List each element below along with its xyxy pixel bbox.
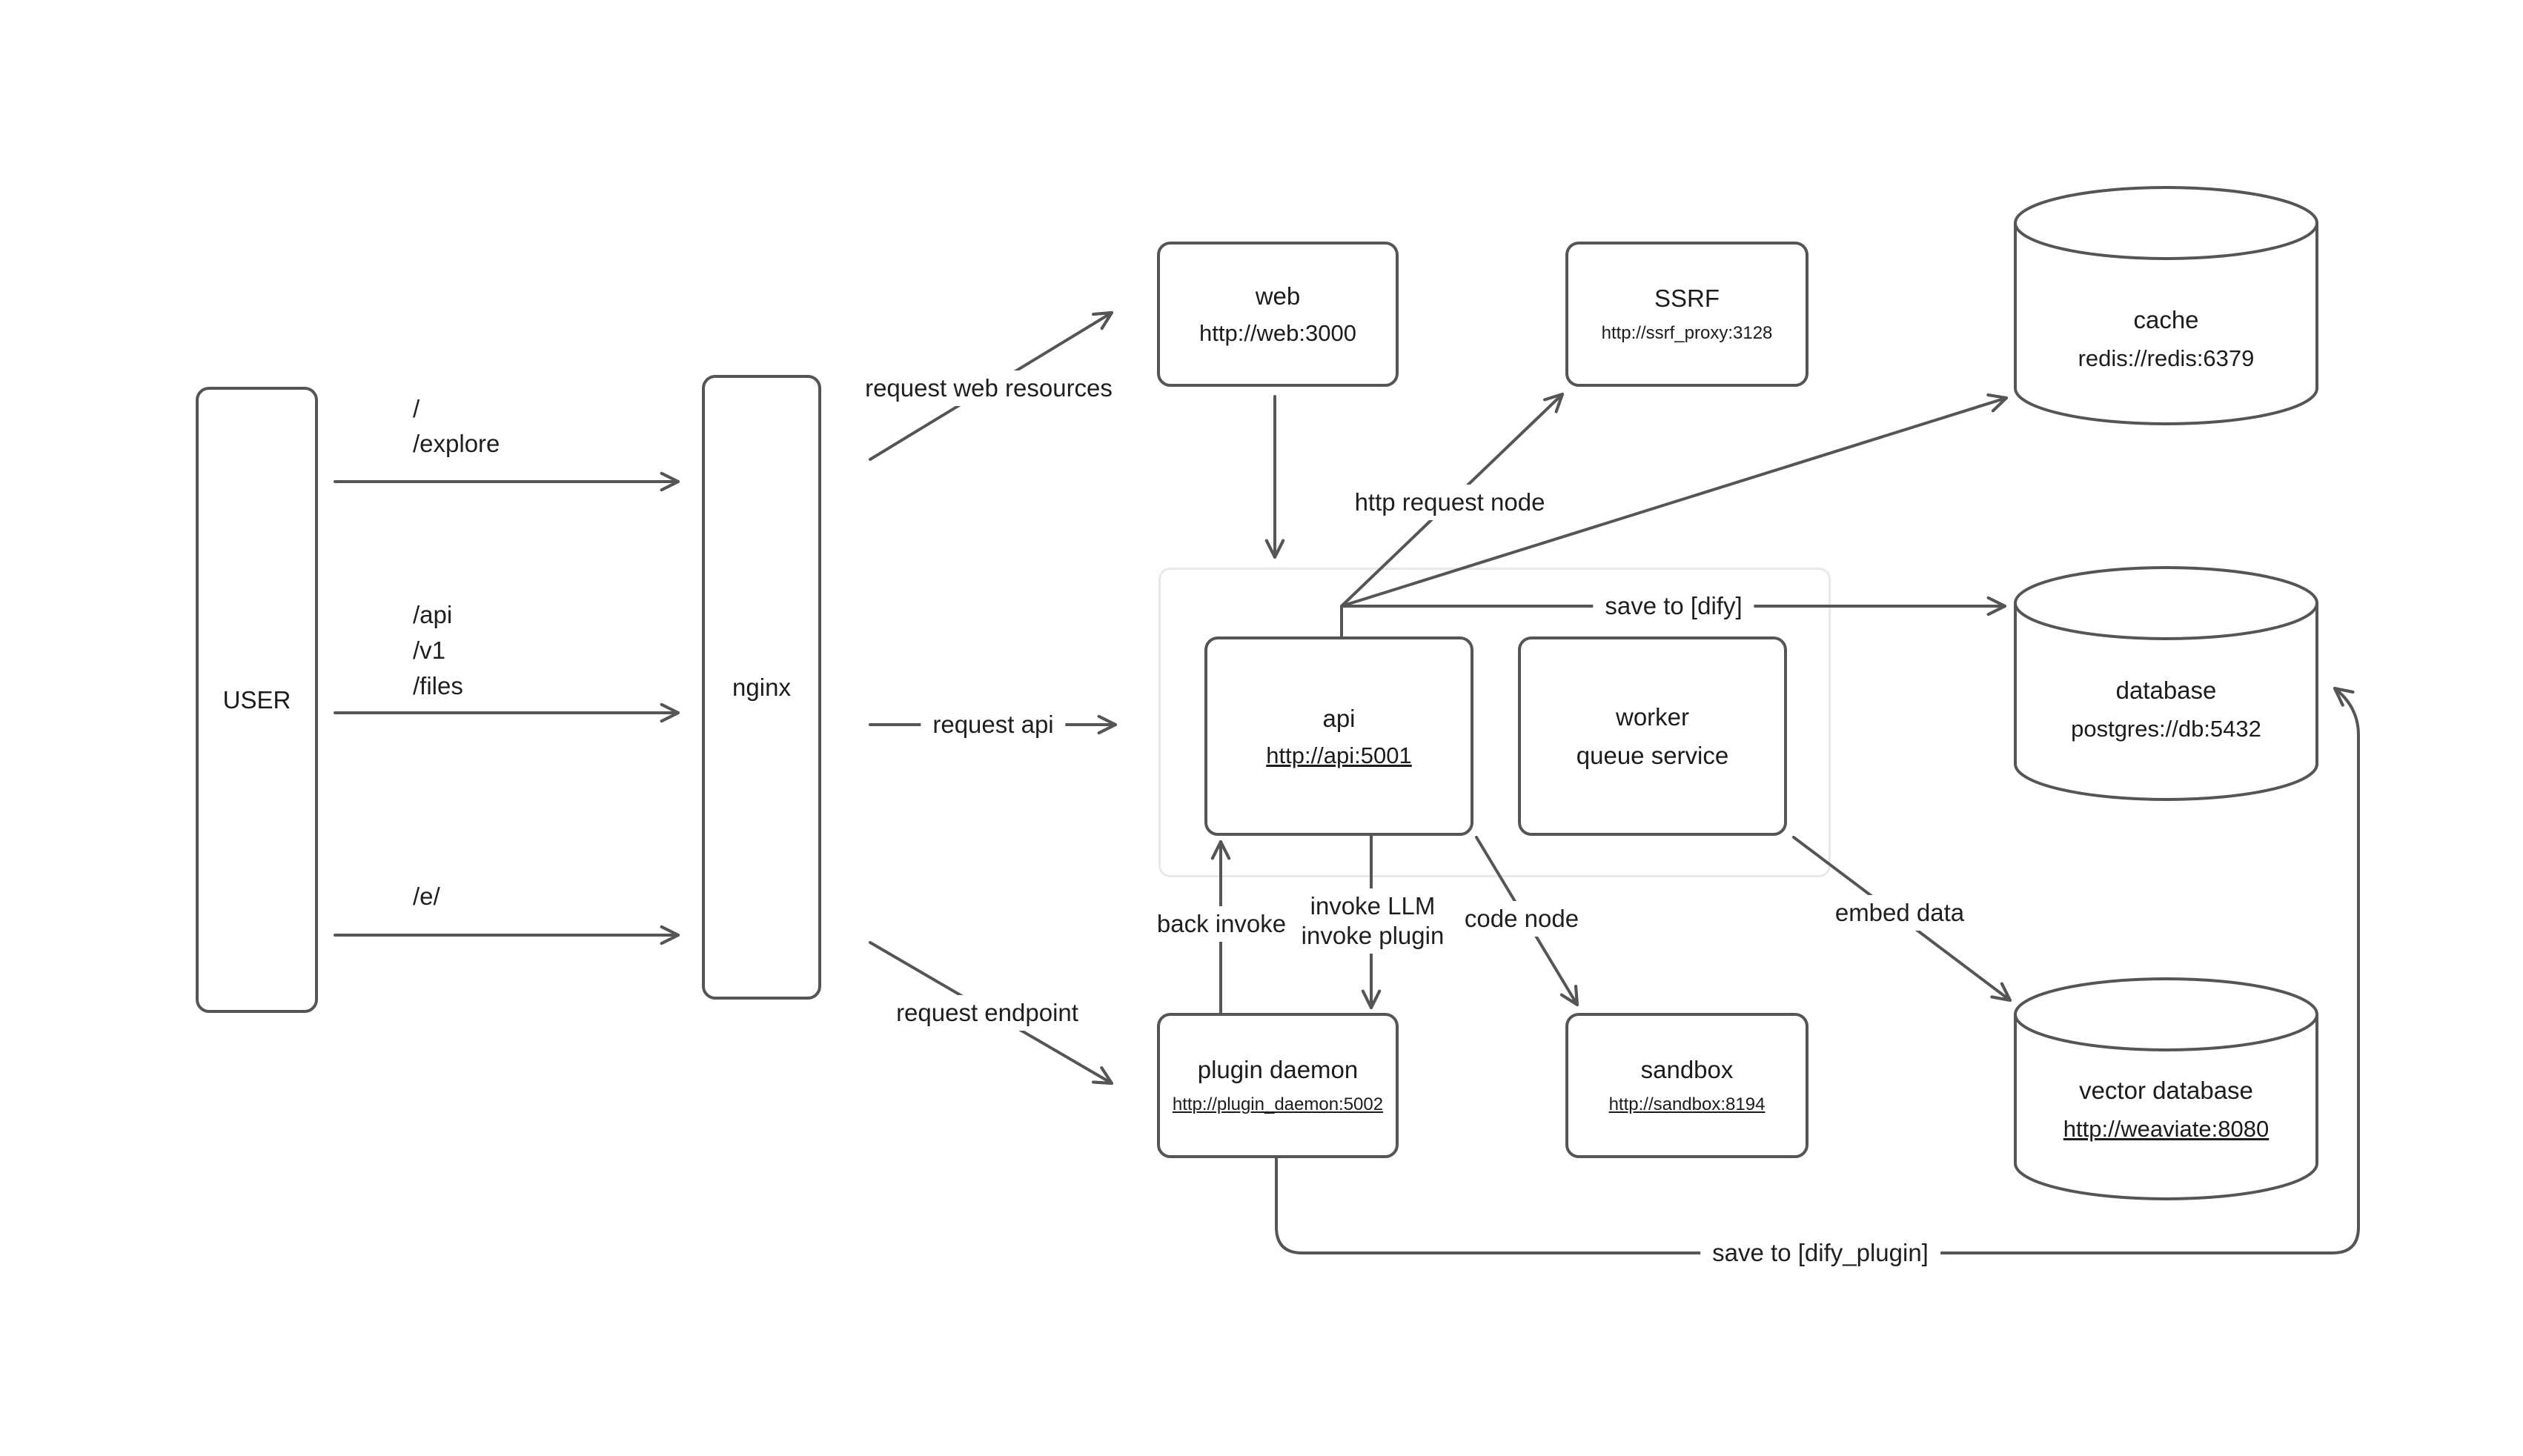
worker-subtitle: queue service <box>1576 741 1729 769</box>
save-to-dify-plugin-label: save to [dify_plugin] <box>1700 1235 1940 1271</box>
worker-title: worker <box>1615 702 1690 731</box>
ssrf-node: SSRF http://ssrf_proxy:3128 <box>1565 242 1808 387</box>
vector-database-url-link[interactable]: http://weaviate:8080 <box>2063 1116 2270 1142</box>
path-root: / <box>413 395 420 422</box>
nginx-node: nginx <box>702 375 821 1000</box>
path-explore: /explore <box>413 430 500 457</box>
sandbox-node: sandbox http://sandbox:8194 <box>1565 1013 1808 1158</box>
web-title: web <box>1255 282 1301 310</box>
path-files: /files <box>413 672 463 699</box>
nginx-label: nginx <box>732 673 791 701</box>
code-node-label: code node <box>1452 901 1591 937</box>
user-paths-top-label: / /explore <box>413 391 500 461</box>
web-node: web http://web:3000 <box>1157 242 1399 387</box>
path-e: /e/ <box>413 882 440 910</box>
vector-database-title: vector database <box>2079 1077 2253 1104</box>
sandbox-title: sandbox <box>1640 1056 1734 1083</box>
user-node: USER <box>196 387 318 1013</box>
web-url: http://web:3000 <box>1199 320 1356 346</box>
back-invoke-label: back invoke <box>1144 906 1299 942</box>
path-v1: /v1 <box>413 636 446 664</box>
plugin-daemon-url-link[interactable]: http://plugin_daemon:5002 <box>1172 1094 1384 1114</box>
ssrf-title: SSRF <box>1654 285 1720 312</box>
vector-database-node: vector database http://weaviate:8080 <box>2015 1076 2317 1143</box>
user-label: USER <box>222 685 291 714</box>
embed-data-label: embed data <box>1823 895 1977 931</box>
user-paths-mid-label: /api /v1 /files <box>413 597 463 704</box>
save-to-dify-label: save to [dify] <box>1593 588 1754 624</box>
invoke-llm-label: invoke LLM <box>1310 892 1436 920</box>
database-node: database postgres://db:5432 <box>2015 676 2317 742</box>
request-web-resources-label: request web resources <box>853 370 1124 406</box>
plugin-daemon-title: plugin daemon <box>1197 1056 1359 1083</box>
cache-title: cache <box>2133 306 2199 333</box>
user-paths-bottom-label: /e/ <box>413 879 440 914</box>
request-api-label: request api <box>921 707 1066 742</box>
path-api: /api <box>413 601 453 628</box>
plugin-daemon-node: plugin daemon http://plugin_daemon:5002 <box>1157 1013 1399 1158</box>
cache-node: cache redis://redis:6379 <box>2015 305 2317 372</box>
worker-node: worker queue service <box>1518 636 1787 836</box>
http-request-node-label: http request node <box>1342 485 1557 520</box>
cache-url: redis://redis:6379 <box>2078 345 2255 371</box>
sandbox-url-link[interactable]: http://sandbox:8194 <box>1608 1094 1766 1114</box>
database-title: database <box>2115 677 2217 704</box>
request-endpoint-label: request endpoint <box>884 995 1090 1031</box>
api-url-link[interactable]: http://api:5001 <box>1266 742 1412 768</box>
api-node: api http://api:5001 <box>1204 636 1473 836</box>
database-url: postgres://db:5432 <box>2071 716 2261 742</box>
ssrf-url: http://ssrf_proxy:3128 <box>1601 323 1773 343</box>
invoke-label: invoke LLM invoke plugin <box>1289 888 1456 954</box>
invoke-plugin-label: invoke plugin <box>1301 922 1445 949</box>
api-title: api <box>1322 704 1356 732</box>
